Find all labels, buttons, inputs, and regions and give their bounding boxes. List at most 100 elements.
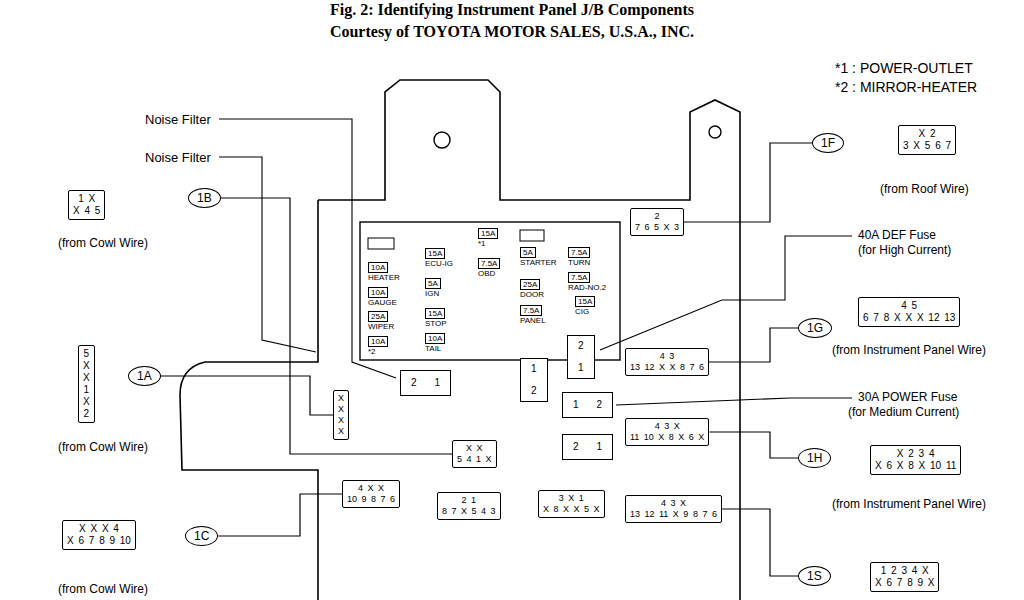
part-label: Noise Filter — [145, 112, 211, 128]
fuse-name: STOP — [425, 319, 447, 328]
fuse: 25ADOOR — [520, 279, 544, 299]
pin-row: X — [338, 426, 344, 437]
wire-connector: 4 56 7 8 X X X 12 13 — [858, 297, 960, 327]
fuse: 15AECU-IG — [425, 248, 453, 268]
wire-connector: X 2 3 4X 6 X 8 X 10 11 — [870, 445, 961, 475]
pin-row: 3 X 5 6 7 — [903, 140, 951, 152]
pin-row: 5 4 1 X — [457, 454, 492, 465]
pin-row: X 6 7 8 9 X — [875, 577, 934, 589]
relay-terminal: 2 — [578, 340, 584, 352]
pin-row: X X — [466, 443, 483, 454]
fuse-name: ECU-IG — [425, 259, 453, 268]
part-label: (from Instrument Panel Wire) — [832, 497, 986, 512]
wire-connector: X 23 X 5 6 7 — [898, 125, 956, 155]
fuse: 15ACIG — [575, 296, 595, 316]
wire-connector: 1 2 3 4 XX 6 7 8 9 X — [870, 562, 939, 592]
part-label: (for Medium Current) — [848, 405, 959, 420]
callout-oval: 1C — [185, 526, 218, 546]
fuse-rating: 5A — [520, 247, 536, 258]
pin-row: X — [338, 404, 344, 415]
pin-row: X 6 7 8 9 10 — [67, 535, 131, 547]
callout-leader — [722, 509, 798, 576]
fuse-name: TURN — [568, 258, 590, 267]
fuse-rating: 5A — [425, 278, 441, 289]
relay-block: 21 — [400, 370, 451, 396]
connector-socket: 27 6 5 X 3 — [630, 208, 684, 236]
fuse-name: *2 — [368, 347, 376, 356]
pin-row: 1 X — [78, 193, 95, 205]
mounting-hole — [434, 132, 450, 148]
relay-terminal: 2 — [411, 377, 417, 389]
fuse-name: GAUGE — [368, 298, 397, 307]
pin-row: 7 6 5 X 3 — [635, 222, 679, 233]
pin-row: X — [83, 372, 90, 384]
relay-terminal: 2 — [597, 399, 603, 411]
pin-row: X — [338, 393, 344, 404]
fuse-rating: 10A — [368, 287, 388, 298]
callout-number: 1C — [194, 529, 209, 543]
fuse-rating: 15A — [478, 228, 498, 239]
pin-row: 1 — [84, 384, 90, 396]
connector-socket: X X5 4 1 X — [452, 440, 497, 468]
pin-row: X 2 3 4 — [897, 448, 935, 460]
relay-terminal: 1 — [531, 363, 537, 375]
fuse: 7.5AOBD — [478, 258, 500, 278]
callout-leader — [221, 198, 452, 454]
leader-line — [616, 398, 852, 405]
fuse: 5AIGN — [425, 278, 441, 298]
callout-leader — [684, 143, 812, 222]
fuse-rating: 7.5A — [568, 247, 590, 258]
fuse-rating: 10A — [368, 262, 388, 273]
pin-row: X 6 X 8 X 10 11 — [875, 460, 956, 472]
callout-number: 1F — [821, 136, 835, 150]
wire-connector: 1 XX 4 5 — [68, 190, 105, 220]
part-label: 30A POWER Fuse — [858, 390, 957, 405]
pin-row: X 4 5 — [73, 205, 100, 217]
fuse-rating: 7.5A — [478, 258, 500, 269]
fuse: 7.5ARAD-NO.2 — [568, 272, 606, 292]
fuse: 25AWIPER — [368, 311, 394, 331]
fuse-name: RAD-NO.2 — [568, 283, 606, 292]
pin-row: X — [83, 396, 90, 408]
housing-outline — [318, 80, 740, 600]
connector-socket: 4 3 X13 12 11 X 9 8 7 6 — [625, 495, 722, 523]
fuse-rating: 7.5A — [520, 305, 542, 316]
callout-number: 1G — [807, 321, 823, 335]
pin-row: 3 X 1 — [559, 493, 584, 504]
leader-line — [219, 119, 396, 378]
fuse: 15ASTOP — [425, 308, 447, 328]
fuse-name: CIG — [575, 307, 589, 316]
fuse-rating: 15A — [575, 296, 595, 307]
fuse-name: IGN — [425, 289, 439, 298]
part-label: (from Instrument Panel Wire) — [832, 343, 986, 358]
relay-block: 12 — [562, 392, 613, 418]
pin-row: X — [83, 360, 90, 372]
pin-row: 4 3 X — [661, 498, 686, 509]
part-label: (for High Current) — [858, 243, 951, 258]
relay-terminal: 1 — [578, 362, 584, 374]
relay-terminal: 2 — [531, 385, 537, 397]
callout-leader — [709, 328, 798, 362]
mounting-hole — [709, 126, 721, 138]
fuse-name: DOOR — [520, 290, 544, 299]
pin-row: 2 1 — [462, 495, 477, 506]
relay-terminal: 2 — [573, 441, 579, 453]
fuse-rating: 25A — [368, 311, 388, 322]
callout-oval: 1G — [798, 318, 832, 338]
part-label: 40A DEF Fuse — [858, 228, 936, 243]
callout-number: 1B — [197, 191, 212, 205]
callout-leader — [218, 494, 342, 536]
pin-row: X 2 — [919, 128, 936, 140]
callout-number: 1A — [137, 369, 152, 383]
part-label: *1 : POWER-OUTLET — [835, 60, 973, 77]
relay-terminal: 1 — [435, 377, 441, 389]
part-label: (from Cowl Wire) — [58, 440, 148, 455]
relay-block: 21 — [567, 335, 595, 379]
callout-oval: 1H — [798, 448, 831, 468]
figure-caption: Courtesy of TOYOTA MOTOR SALES, U.S.A., … — [0, 22, 1024, 41]
fuse: 10ATAIL — [425, 333, 445, 353]
relay-terminal: 1 — [597, 441, 603, 453]
connector-socket: 2 18 7 X 5 4 3 — [437, 492, 501, 520]
housing-outline — [180, 200, 318, 600]
pin-row: 4 3 — [660, 351, 675, 362]
